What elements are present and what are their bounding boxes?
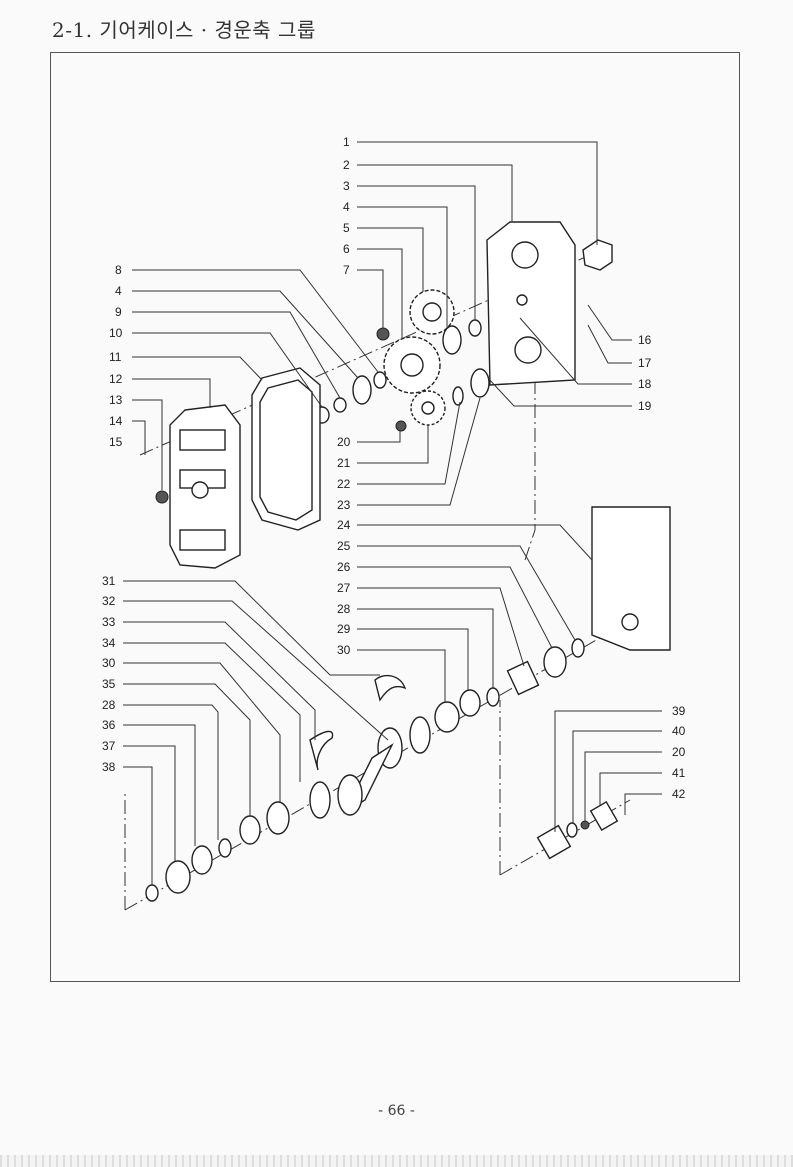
callout-label: 13 xyxy=(109,393,123,407)
tilling-shaft xyxy=(309,716,431,819)
callout-label: 8 xyxy=(115,263,122,277)
callout-label: 20 xyxy=(672,745,686,759)
callout-label: 27 xyxy=(337,581,351,595)
callout-label: 39 xyxy=(672,704,686,718)
callout-label: 41 xyxy=(672,766,686,780)
callout-label: 19 xyxy=(638,399,652,413)
callout-label: 15 xyxy=(109,435,123,449)
callout-label: 32 xyxy=(102,594,116,608)
callout-label: 21 xyxy=(337,456,351,470)
bearing-cap xyxy=(582,239,613,271)
callout-label: 16 xyxy=(638,333,652,347)
callout-label: 42 xyxy=(672,787,686,801)
callout-label: 10 xyxy=(109,326,123,340)
callout-label: 37 xyxy=(102,739,116,753)
callout-label: 14 xyxy=(109,414,123,428)
callout-label: 11 xyxy=(109,350,122,364)
leader-lines xyxy=(123,141,662,885)
tilling-blade xyxy=(374,674,407,702)
callout-label: 26 xyxy=(337,560,351,574)
gear-large xyxy=(383,336,441,394)
callout-label: 38 xyxy=(102,760,116,774)
page-number: - 66 - xyxy=(378,1103,415,1119)
gear-case-plate xyxy=(486,221,576,386)
callout-label: 1 xyxy=(343,135,350,149)
callout-label: 22 xyxy=(337,477,351,491)
callout-label: 4 xyxy=(343,200,350,214)
callout-labels: 1 2 3 4 5 6 7 8 4 9 10 11 12 13 14 15 16… xyxy=(102,135,686,801)
callout-label: 7 xyxy=(343,263,350,277)
callout-label: 29 xyxy=(337,622,351,636)
callout-label: 17 xyxy=(638,356,652,370)
callout-label: 34 xyxy=(102,636,116,650)
callout-label: 9 xyxy=(115,305,122,319)
scan-artifact-strip xyxy=(0,1155,793,1167)
callout-label: 24 xyxy=(337,518,351,532)
callout-label: 30 xyxy=(337,643,351,657)
callout-label: 3 xyxy=(343,179,350,193)
parts xyxy=(145,221,671,902)
callout-label: 2 xyxy=(343,158,350,172)
tilling-blade-lower xyxy=(309,730,334,771)
callout-label: 4 xyxy=(115,284,122,298)
callout-label: 28 xyxy=(102,698,116,712)
callout-label: 5 xyxy=(343,221,350,235)
callout-label: 28 xyxy=(337,602,351,616)
callout-label: 18 xyxy=(638,377,652,391)
callout-label: 12 xyxy=(109,372,123,386)
gear-small xyxy=(410,390,446,426)
callout-label: 30 xyxy=(102,656,116,670)
callout-label: 6 xyxy=(343,242,350,256)
callout-label: 35 xyxy=(102,677,116,691)
gear-upper xyxy=(409,289,455,335)
callout-label: 40 xyxy=(672,724,686,738)
callout-label: 36 xyxy=(102,718,116,732)
side-cover xyxy=(591,506,671,651)
page-title: 2-1. 기어케이스 · 경운축 그룹 xyxy=(52,18,316,42)
callout-label: 31 xyxy=(102,574,116,588)
callout-label: 20 xyxy=(337,435,351,449)
callout-label: 25 xyxy=(337,539,351,553)
callout-label: 23 xyxy=(337,498,351,512)
diagram-frame xyxy=(50,52,740,982)
callout-label: 33 xyxy=(102,615,116,629)
